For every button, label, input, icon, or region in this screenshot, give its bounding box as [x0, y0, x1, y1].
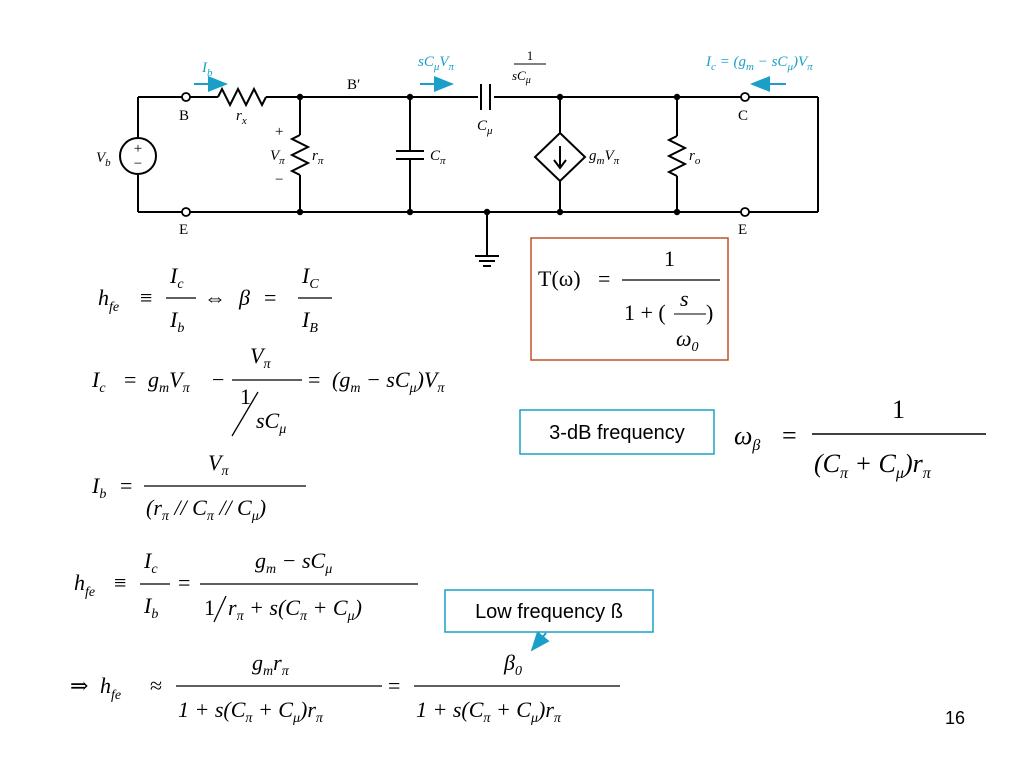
omega-beta-equation: ωβ = 1 (Cπ + Cμ)rπ: [734, 395, 986, 482]
svg-text:⇔: ⇔: [204, 285, 226, 310]
svg-text:β0: β0: [503, 650, 522, 679]
low-freq-beta-label: Low frequency ß: [475, 601, 623, 623]
svg-text:Vπ: Vπ: [250, 343, 271, 372]
svg-text:rπ + s(Cπ + Cμ): rπ + s(Cπ + Cμ): [228, 595, 362, 624]
low-freq-arrow-icon: [530, 631, 550, 652]
svg-text:(rπ // Cπ // Cμ): (rπ // Cπ // Cμ): [146, 495, 266, 524]
svg-text:(Cπ + Cμ)rπ: (Cπ + Cμ)rπ: [814, 449, 932, 482]
terminals: [181, 92, 750, 217]
ic-current-label: Ic = (gm − sCμ)Vπ: [705, 54, 813, 73]
svg-text:Ib: Ib: [91, 473, 106, 502]
hfe-approx-equation: ⇒ hfe ≈ gmrπ 1 + s(Cπ + Cμ)rπ = β0 1 + s…: [70, 650, 620, 726]
circuit-diagram: [119, 84, 819, 267]
svg-text:1: 1: [204, 595, 215, 620]
svg-text:Ic: Ic: [143, 548, 158, 577]
rx-label: rx: [236, 108, 247, 127]
svg-text:Vπ: Vπ: [208, 450, 229, 479]
source-minus: −: [134, 156, 142, 172]
svg-text:≡: ≡: [114, 570, 126, 595]
svg-text:≈: ≈: [150, 673, 162, 698]
svg-text:1: 1: [240, 384, 251, 409]
svg-text:hfe: hfe: [74, 570, 95, 600]
gm-source-label: gmVπ: [589, 148, 620, 167]
svg-text:1: 1: [892, 395, 905, 424]
svg-text:=: =: [120, 473, 132, 498]
svg-text:=: =: [782, 421, 797, 450]
svg-text:gm − sCμ: gm − sCμ: [255, 548, 332, 577]
source-plus: +: [134, 141, 142, 157]
transfer-function-box: [530, 237, 729, 361]
svg-text:≡: ≡: [140, 285, 152, 310]
svg-text:T(ω): T(ω): [538, 266, 581, 291]
svg-text:=: =: [598, 266, 610, 291]
vpi-minus: −: [275, 172, 283, 188]
svg-text:=: =: [388, 673, 400, 698]
node-b-label: B: [179, 108, 189, 124]
ib-current-label: Ib: [201, 60, 213, 79]
vpi-label: Vπ: [270, 148, 285, 167]
svg-text:=: =: [124, 367, 136, 392]
svg-text:Ic: Ic: [169, 263, 184, 292]
ic-equation: Ic = gmVπ − Vπ 1 sCμ = (gm − sCμ)Vπ: [91, 343, 445, 437]
svg-text:IB: IB: [301, 307, 318, 336]
svg-text:IC: IC: [301, 263, 319, 292]
svg-text:(gm − sCμ)Vπ: (gm − sCμ)Vπ: [332, 367, 445, 396]
svg-text:=: =: [178, 570, 190, 595]
impedance-num: 1: [527, 48, 534, 63]
three-db-label: 3-dB frequency: [549, 422, 685, 444]
svg-text:Ib: Ib: [143, 593, 158, 622]
svg-text:1 + s(Cπ + Cμ)rπ: 1 + s(Cπ + Cμ)rπ: [416, 697, 562, 726]
low-freq-beta-box: [444, 589, 654, 633]
svg-text:hfe: hfe: [100, 673, 121, 703]
svg-text:): ): [706, 300, 713, 325]
cpi-label: Cπ: [430, 148, 446, 167]
cmu-label: Cμ: [477, 118, 493, 137]
svg-text:gmrπ: gmrπ: [252, 650, 290, 679]
svg-text:⇒: ⇒: [70, 673, 88, 698]
svg-text:sCμ: sCμ: [256, 408, 286, 437]
ib-equation: Ib = Vπ (rπ // Cπ // Cμ): [91, 450, 306, 524]
svg-text:1 + (: 1 + (: [624, 300, 666, 325]
hfe-definition: hfe ≡ Ic Ib ⇔ β = IC IB: [98, 263, 332, 336]
svg-text:s: s: [680, 286, 689, 311]
svg-text:β: β: [238, 285, 250, 310]
node-c-label: C: [738, 108, 748, 124]
source-label: Vb: [96, 150, 111, 169]
impedance-den: sCμ: [512, 68, 531, 86]
page-number: 16: [945, 708, 965, 728]
voltage-source-icon: [119, 137, 157, 175]
svg-text:=: =: [264, 285, 276, 310]
svg-text:ω0: ω0: [676, 326, 699, 355]
rpi-resistor-icon: [289, 134, 311, 176]
svg-text:Ic: Ic: [91, 367, 106, 396]
transfer-function: T(ω) = 1 1 + ( s ω0 ): [538, 246, 720, 355]
three-db-box: [519, 409, 715, 455]
junction-dots: [296, 93, 681, 216]
node-e-right-label: E: [738, 222, 747, 238]
ro-resistor-icon: [666, 135, 688, 177]
dependent-source-arrowhead: [553, 159, 567, 170]
hfe-general-equation: hfe ≡ Ic Ib = gm − sCμ 1 rπ + s(Cπ + Cμ): [74, 548, 418, 624]
svg-text:1 + s(Cπ + Cμ)rπ: 1 + s(Cπ + Cμ)rπ: [178, 697, 324, 726]
feedback-current-label: sCμVπ: [418, 54, 455, 73]
ro-label: ro: [689, 148, 701, 167]
svg-text:Ib: Ib: [169, 307, 184, 336]
svg-text:gmVπ: gmVπ: [148, 367, 191, 396]
node-bprime-label: B′: [347, 77, 360, 93]
svg-text:hfe: hfe: [98, 285, 119, 315]
node-e-left-label: E: [179, 222, 188, 238]
svg-text:−: −: [212, 367, 224, 392]
rpi-label: rπ: [312, 148, 324, 167]
vpi-plus: +: [275, 124, 283, 140]
svg-text:ωβ: ωβ: [734, 421, 760, 454]
svg-text:=: =: [308, 367, 320, 392]
svg-text:1: 1: [664, 246, 675, 271]
